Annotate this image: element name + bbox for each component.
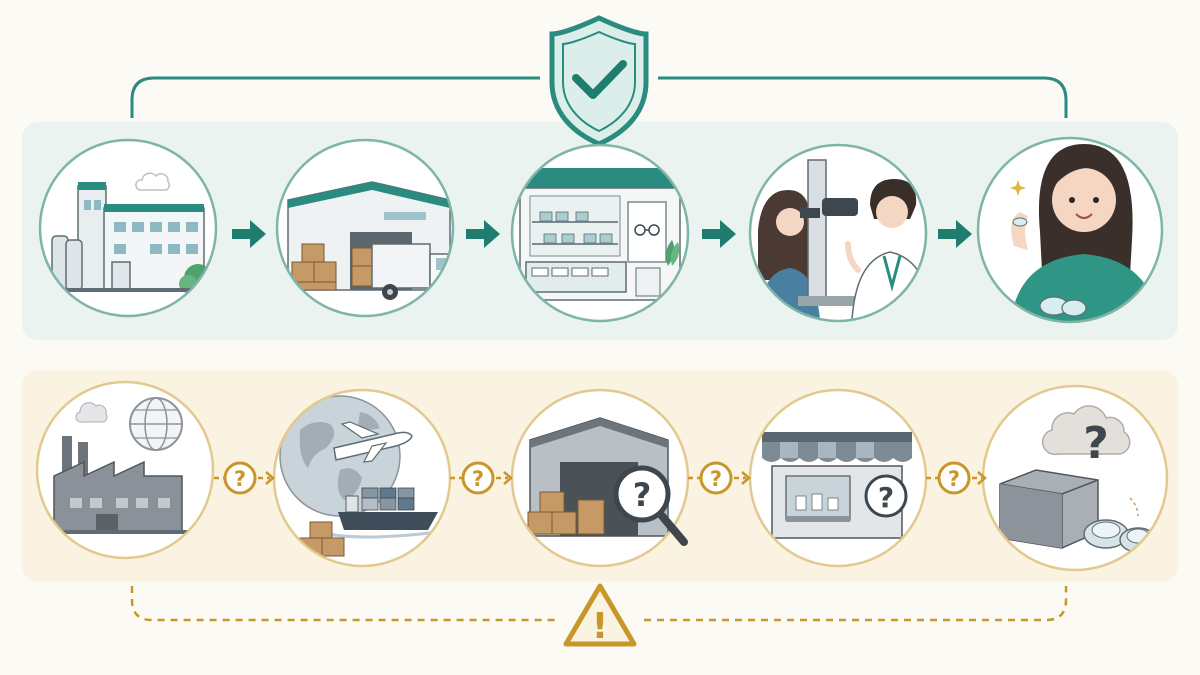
question-circle-icon <box>461 461 495 495</box>
question-circle-icon <box>699 461 733 495</box>
magnifier-question-mark: ? <box>633 476 652 514</box>
consumer-step <box>976 136 1164 324</box>
arrow-right-icon <box>938 220 972 248</box>
question-circle-icon <box>937 461 971 495</box>
shop-question-mark: ? <box>878 481 894 514</box>
question-connector-4: ? <box>926 461 987 495</box>
cloud-question-mark: ? <box>1083 418 1109 469</box>
shop-question-badge: ? <box>864 474 908 518</box>
question-connector-2: ? <box>450 461 513 495</box>
arrow-right-icon <box>466 220 500 248</box>
unknown-shop-step: ? <box>748 388 928 568</box>
contact-lens-user-icon <box>1010 144 1160 322</box>
unknown-factory-step <box>35 380 215 560</box>
arrow-right-icon <box>702 220 736 248</box>
global-shipping-step <box>272 388 452 568</box>
question-connector-3: ? <box>688 461 751 495</box>
question-circle-icon <box>223 461 257 495</box>
optical-store-icon <box>512 168 688 301</box>
exam-step <box>748 143 928 323</box>
gray-factory-icon <box>37 397 213 534</box>
warning-triangle-icon: ! <box>563 583 637 647</box>
question-connector-1: ? <box>214 461 275 495</box>
connector-question-mark: ? <box>234 467 246 491</box>
unknown-warehouse-step: ? <box>510 388 690 568</box>
magnifier-question-icon: ? <box>613 465 688 546</box>
distribution-step <box>275 138 455 318</box>
verified-bracket <box>130 76 1068 118</box>
retail-step <box>510 143 690 323</box>
connector-question-mark: ? <box>472 467 484 491</box>
eye-exam-icon <box>758 159 926 321</box>
unknown-package-icon <box>999 405 1157 553</box>
unknown-product-step: ? <box>981 384 1169 572</box>
connector-question-mark: ? <box>710 467 722 491</box>
warning-mark: ! <box>592 606 608 647</box>
globe-shipping-icon <box>279 395 439 557</box>
arrow-right-icon <box>232 220 266 248</box>
shield-check-icon <box>549 15 649 147</box>
unverified-bracket <box>130 586 1068 622</box>
connector-question-mark: ? <box>948 467 960 491</box>
